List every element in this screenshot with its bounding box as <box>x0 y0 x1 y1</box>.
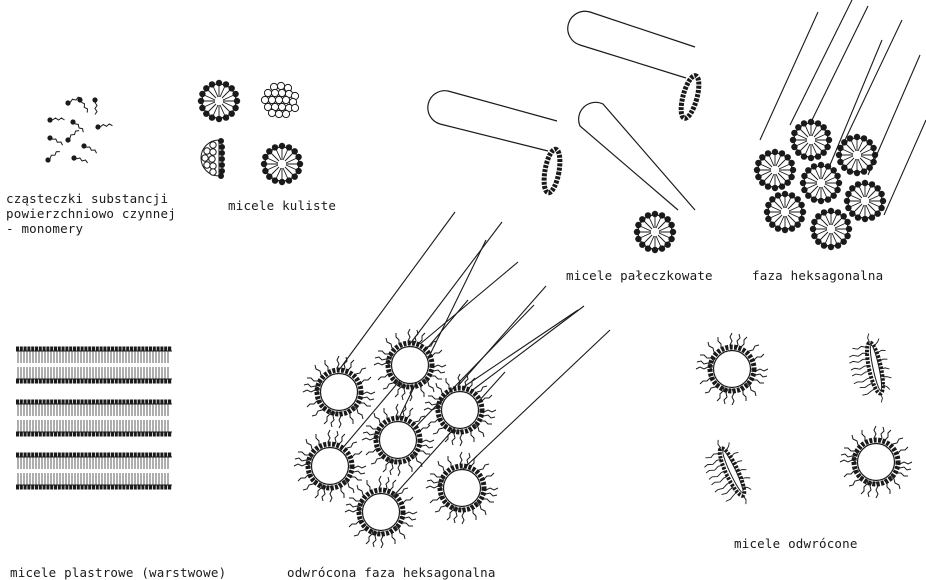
lamellar-phase-group <box>16 346 172 490</box>
inverse-hexagonal-group <box>294 212 610 548</box>
monomers-label-line-3: - monomery <box>6 221 84 236</box>
lamellar-phase-label: micele plastrowe (warstwowe) <box>10 565 226 580</box>
spherical-micelles-label: micele kuliste <box>228 198 336 213</box>
rod-end-cap <box>634 211 676 253</box>
hexagonal-phase-group <box>754 0 926 250</box>
inverse-micelles-group <box>695 331 912 514</box>
inverse-micelles-label: micele odwrócone <box>734 536 858 551</box>
monomers-label-line-2: powierzchniowo czynnej <box>6 206 176 221</box>
monomers-label-line-1: cząsteczki substancji <box>6 191 168 206</box>
hexagonal-phase-label: faza heksagonalna <box>752 268 883 283</box>
spherical-micelles-group <box>198 80 303 185</box>
inverse-hexagonal-label: odwrócona faza heksagonalna <box>287 565 496 580</box>
monomers-group <box>44 96 112 166</box>
rod-micelles-label: micele pałeczkowate <box>566 268 713 283</box>
rod-micelles-group <box>428 11 703 210</box>
